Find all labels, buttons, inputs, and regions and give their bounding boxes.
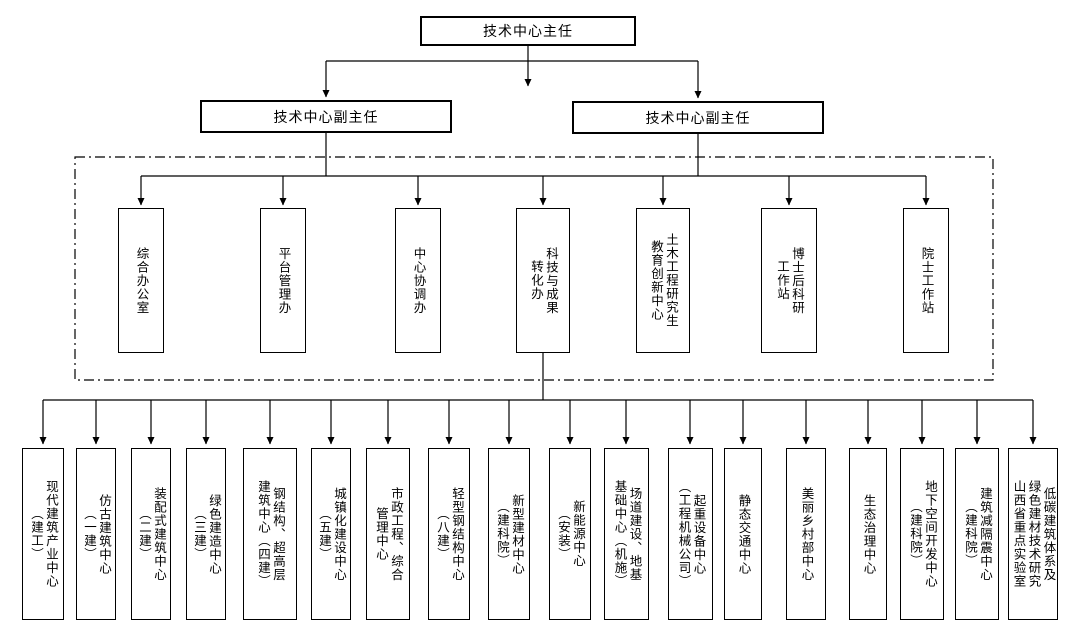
dept-box-center-coordination: 中心协调办 bbox=[395, 208, 441, 353]
center-label: 起重设备中心 （工程机械公司） bbox=[676, 480, 706, 588]
node-director-label: 技术中心主任 bbox=[483, 23, 573, 39]
center-label: 静态交通中心 bbox=[736, 493, 751, 575]
dept-label: 平台管理办 bbox=[276, 246, 291, 315]
center-box-11: 场道建设、地基 基础中心（机施） bbox=[604, 448, 649, 620]
center-label: 建筑减隔震中心 （建科院） bbox=[963, 486, 992, 582]
center-box-2: 仿古建筑中心 （一建） bbox=[76, 448, 116, 620]
center-box-1: 现代建筑产业中心 （建工） bbox=[22, 448, 64, 620]
center-label: 装配式建筑中心 （二建） bbox=[137, 486, 166, 582]
center-box-12: 起重设备中心 （工程机械公司） bbox=[668, 448, 713, 620]
center-label: 轻型钢结构中心 （八建） bbox=[435, 486, 464, 582]
center-box-6: 城镇化建设中心 （五建） bbox=[311, 448, 351, 620]
center-box-18: 低碳建筑体系及 绿色建材技术研究 山西省重点实验室 bbox=[1008, 448, 1058, 620]
dept-box-postdoc-station: 博士后科研 工作站 bbox=[761, 208, 817, 353]
center-box-14: 美丽乡村部中心 bbox=[786, 448, 826, 620]
center-box-16: 地下空间开发中心 （建科院） bbox=[900, 448, 944, 620]
center-label: 新能源中心 （安装） bbox=[556, 500, 585, 568]
node-deputy-left: 技术中心副主任 bbox=[200, 100, 452, 133]
dept-box-general-office: 综合办公室 bbox=[118, 208, 164, 353]
node-director: 技术中心主任 bbox=[420, 16, 636, 46]
center-box-5: 钢结构、超高层 建筑中心（四建） bbox=[243, 448, 297, 620]
center-label: 市政工程、综合 管理中心 bbox=[374, 486, 403, 582]
center-label: 钢结构、超高层 建筑中心（四建） bbox=[256, 480, 285, 588]
dept-label: 中心协调办 bbox=[411, 246, 426, 315]
center-label: 地下空间开发中心 （建科院） bbox=[908, 480, 937, 588]
dept-box-graduate-education: 土木工程研究生 教育创新中心 bbox=[636, 208, 690, 353]
center-box-4: 绿色建造中心 （三建） bbox=[186, 448, 226, 620]
center-box-9: 新型建材中心 （建科院） bbox=[488, 448, 530, 620]
center-box-7: 市政工程、综合 管理中心 bbox=[366, 448, 410, 620]
dept-box-academician-station: 院士工作站 bbox=[903, 208, 949, 353]
dept-box-platform-management: 平台管理办 bbox=[260, 208, 306, 353]
center-label: 绿色建造中心 （三建） bbox=[192, 493, 221, 575]
center-box-13: 静态交通中心 bbox=[724, 448, 762, 620]
dashed-frame bbox=[74, 156, 994, 381]
center-label: 场道建设、地基 基础中心（机施） bbox=[612, 480, 642, 588]
node-deputy-left-label: 技术中心副主任 bbox=[273, 108, 379, 125]
node-deputy-right: 技术中心副主任 bbox=[572, 101, 824, 134]
dept-label: 院士工作站 bbox=[919, 246, 934, 315]
center-box-8: 轻型钢结构中心 （八建） bbox=[428, 448, 470, 620]
center-label: 现代建筑产业中心 （建工） bbox=[29, 480, 58, 588]
dept-box-tech-achievements: 科技与成果 转化办 bbox=[516, 208, 570, 353]
node-deputy-right-label: 技术中心副主任 bbox=[645, 109, 751, 126]
center-label: 生态治理中心 bbox=[861, 493, 876, 575]
center-label: 仿古建筑中心 （一建） bbox=[82, 493, 111, 575]
center-box-17: 建筑减隔震中心 （建科院） bbox=[955, 448, 999, 620]
center-label: 美丽乡村部中心 bbox=[799, 486, 814, 582]
dept-label: 博士后科研 工作站 bbox=[775, 246, 804, 315]
center-box-3: 装配式建筑中心 （二建） bbox=[131, 448, 171, 620]
center-box-10: 新能源中心 （安装） bbox=[549, 448, 591, 620]
dept-label: 科技与成果 转化办 bbox=[529, 246, 558, 315]
center-label: 新型建材中心 （建科院） bbox=[495, 493, 524, 575]
center-box-15: 生态治理中心 bbox=[849, 448, 887, 620]
center-label: 低碳建筑体系及 绿色建材技术研究 山西省重点实验室 bbox=[1011, 480, 1056, 588]
dept-label: 土木工程研究生 教育创新中心 bbox=[649, 233, 678, 328]
dept-label: 综合办公室 bbox=[134, 246, 149, 315]
center-label: 城镇化建设中心 （五建） bbox=[317, 486, 346, 582]
